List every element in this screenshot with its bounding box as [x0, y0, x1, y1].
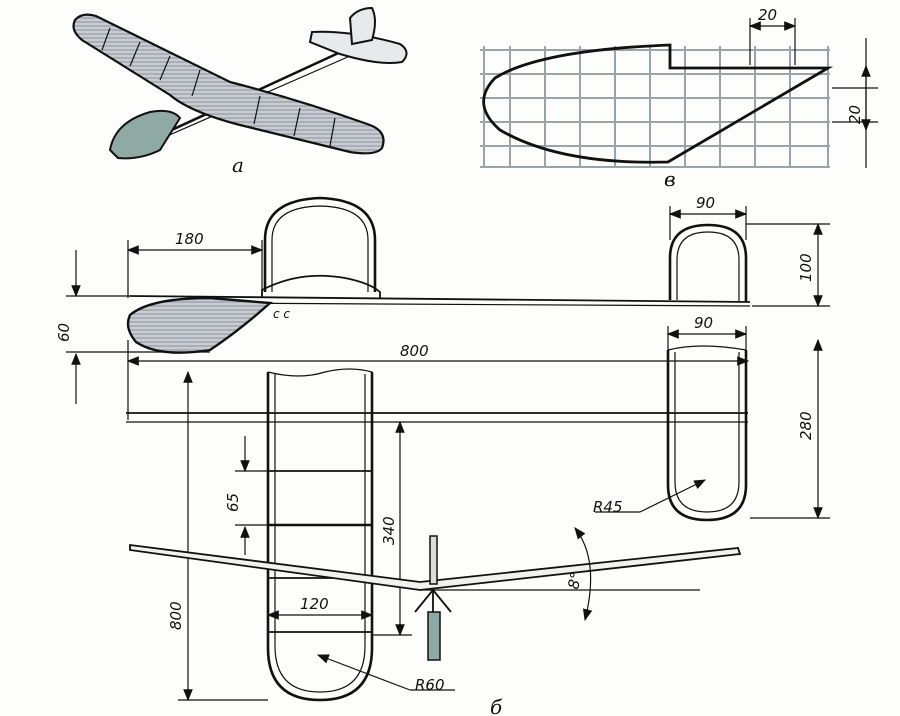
label-view-b: в	[664, 167, 676, 191]
wing-root	[261, 274, 381, 298]
front-view: 8° б	[129, 527, 742, 716]
dim-800-length: 800	[400, 342, 429, 360]
dihedral-arc	[574, 527, 593, 622]
dim-800-span: 800	[167, 601, 185, 630]
cc-mark: c c	[273, 307, 290, 321]
dim-120: 120	[300, 595, 329, 613]
dim-20-side: 20	[846, 105, 864, 124]
length-dimension: 800	[126, 340, 750, 420]
fin-outline	[482, 43, 834, 164]
template-grid	[480, 46, 830, 168]
label-view-a: a	[232, 153, 244, 177]
dim-r45: R45	[593, 498, 623, 516]
dim-340: 340	[380, 516, 398, 545]
perspective-view: a	[72, 6, 408, 177]
dim-60: 60	[55, 323, 73, 342]
wing-ribs	[101, 27, 336, 147]
stab-plan-inner	[674, 352, 740, 513]
dihedral-angle: 8°	[564, 570, 585, 590]
dim-100: 100	[797, 253, 815, 282]
nose-fin	[126, 296, 273, 354]
tail-fin-sketch	[348, 6, 376, 46]
wing-arch-inner	[271, 205, 369, 292]
wing-arch-outer	[263, 196, 377, 292]
stab-break	[667, 345, 747, 351]
dim-90-stab: 90	[696, 194, 715, 212]
label-view-c: б	[490, 695, 503, 716]
fin-template-view: 20 20 в	[480, 6, 878, 191]
boom-bottom	[204, 302, 751, 307]
dim-r60: R60	[415, 676, 445, 694]
wing-break	[267, 368, 373, 377]
leader-r45	[639, 479, 707, 513]
front-struts	[414, 589, 452, 613]
dim-65: 65	[224, 493, 242, 512]
main-wing	[72, 13, 385, 155]
front-fin-lower	[427, 611, 441, 661]
boom-top	[129, 295, 751, 303]
front-fin-upper	[429, 535, 438, 585]
top-view: 90 280 R45 65 340 120 R60	[126, 314, 830, 702]
stab-plan-outer	[666, 350, 748, 522]
stabilizer-sketch	[308, 30, 408, 64]
dim-90-fin: 90	[694, 314, 713, 332]
side-view: c c 180 90 100 60	[55, 194, 830, 404]
leader-r60	[316, 654, 411, 691]
dim-20-top: 20	[758, 6, 777, 24]
wing-plan-outer	[266, 372, 374, 702]
fin-sketch	[108, 109, 182, 160]
dim-280: 280	[797, 411, 815, 440]
stab-arch-inner	[676, 231, 740, 302]
dim-180: 180	[175, 230, 204, 248]
stab-arch-outer	[668, 223, 748, 302]
wing-plan-inner	[274, 374, 366, 693]
